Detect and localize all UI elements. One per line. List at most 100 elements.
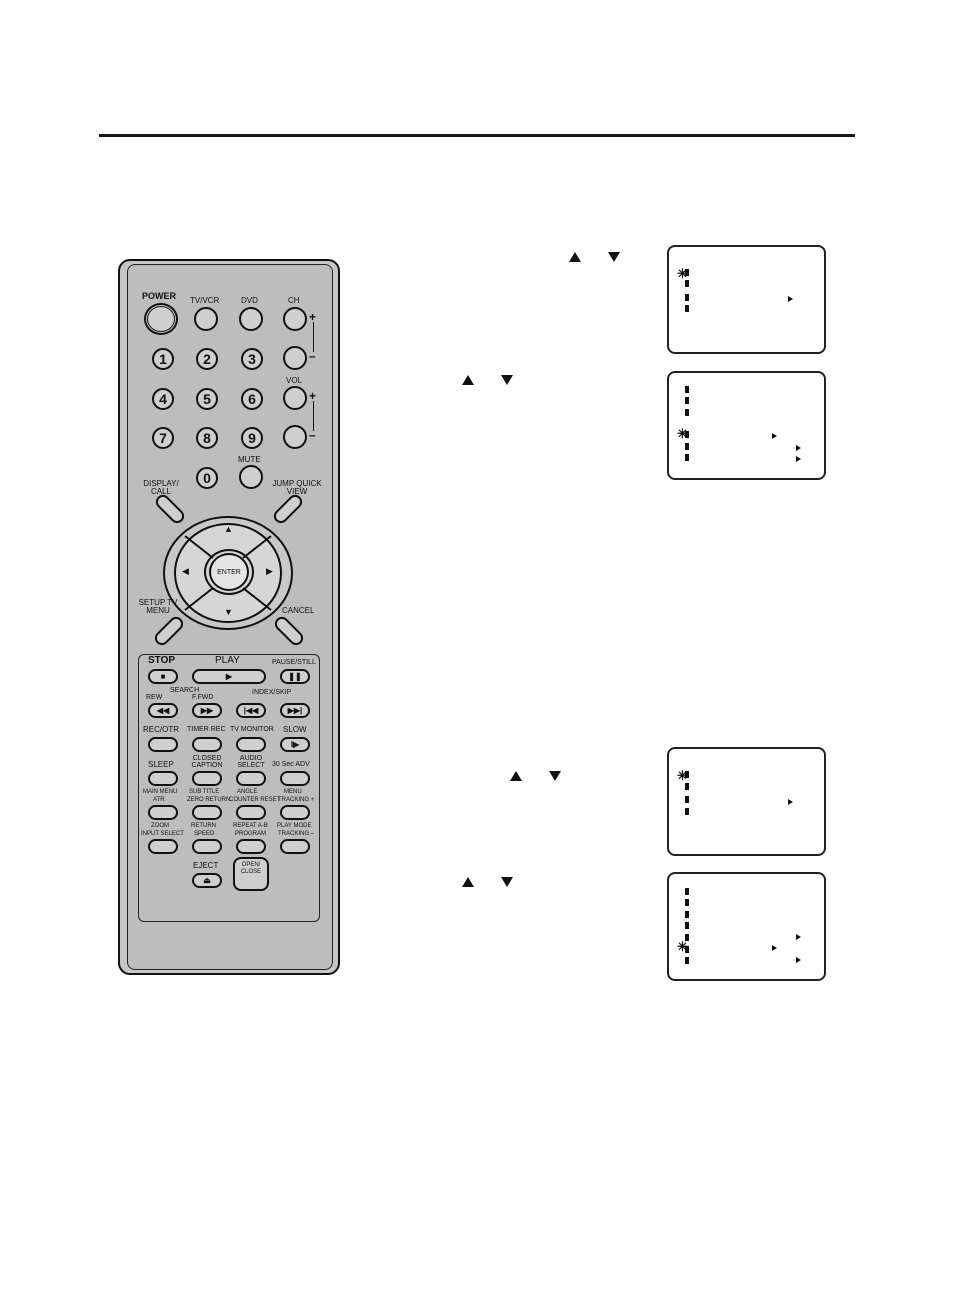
- down-arrow-icon: [548, 771, 561, 781]
- pause-button[interactable]: ❚❚: [280, 669, 310, 684]
- sub-title-button[interactable]: [192, 805, 222, 820]
- menu-bar: [685, 397, 689, 404]
- menu-bar: [685, 899, 689, 906]
- eject-button[interactable]: ⏏: [192, 873, 222, 888]
- eject-label: EJECT: [193, 861, 219, 870]
- digit-7-button[interactable]: 7: [152, 427, 174, 449]
- index-skip-label: INDEX/SKIP: [252, 689, 292, 696]
- digit-2-button[interactable]: 2: [196, 348, 218, 370]
- vol-up-button[interactable]: [283, 386, 307, 410]
- cursor-icon: ✳: [677, 426, 688, 441]
- dvd-button[interactable]: [239, 307, 263, 331]
- menu-bar: [685, 934, 689, 941]
- sub-title-label: SUB TITLE: [189, 789, 220, 795]
- tracking-plus-label: TRACKING +: [278, 797, 315, 803]
- skip-back-button[interactable]: |◀◀: [236, 703, 266, 718]
- tv-screen-4: ✳: [667, 872, 826, 981]
- down-arrow-icon: [500, 375, 513, 385]
- rew-button[interactable]: ◀◀: [148, 703, 178, 718]
- return-button[interactable]: [192, 839, 222, 854]
- vol-down-button[interactable]: [283, 425, 307, 449]
- digit-9-button[interactable]: 9: [241, 427, 263, 449]
- ffwd-label: F.FWD: [192, 694, 214, 701]
- stop-button[interactable]: ■: [148, 669, 178, 684]
- tv-vcr-button[interactable]: [194, 307, 218, 331]
- submenu-arrow-icon: [772, 945, 777, 951]
- open-close-label: OPEN/ CLOSE: [240, 862, 262, 875]
- nav-left-arrow-icon[interactable]: ◀: [182, 566, 189, 576]
- open-close-button[interactable]: [233, 857, 269, 891]
- or-text: or: [530, 769, 541, 783]
- ch-up-button[interactable]: [283, 307, 307, 331]
- zoom-button[interactable]: [148, 839, 178, 854]
- ch-minus-label: –: [309, 349, 316, 363]
- closed-caption-button[interactable]: [192, 771, 222, 786]
- digit-4-button[interactable]: 4: [152, 388, 174, 410]
- digit-1-button[interactable]: 1: [152, 348, 174, 370]
- slow-label: SLOW: [283, 725, 307, 734]
- angle-button[interactable]: [236, 805, 266, 820]
- audio-select-label: AUDIO SELECT: [237, 755, 265, 769]
- sec-adv-button[interactable]: [280, 771, 310, 786]
- up-arrow-icon: [462, 375, 474, 385]
- rec-otr-button[interactable]: [148, 737, 178, 752]
- mute-button[interactable]: [239, 465, 263, 489]
- ch-down-button[interactable]: [283, 346, 307, 370]
- main-menu-button[interactable]: [148, 805, 178, 820]
- program-label: PROGRAM: [235, 831, 267, 837]
- digit-5-button[interactable]: 5: [196, 388, 218, 410]
- vol-minus-label: –: [309, 428, 316, 442]
- rew-label: REW: [146, 694, 163, 701]
- menu-tracking-plus-button[interactable]: [280, 805, 310, 820]
- submenu-arrow-icon: [788, 296, 793, 302]
- ch-label: CH: [288, 296, 300, 305]
- mute-label: MUTE: [238, 455, 261, 464]
- pause-still-label: PAUSE/STILL: [272, 659, 316, 666]
- down-arrow-icon: [607, 252, 620, 262]
- menu-label: MENU: [284, 789, 302, 795]
- digit-8-button[interactable]: 8: [196, 427, 218, 449]
- enter-button[interactable]: ENTER: [209, 553, 249, 591]
- repeat-ab-button[interactable]: [236, 839, 266, 854]
- digit-6-button[interactable]: 6: [241, 388, 263, 410]
- audio-select-button[interactable]: [236, 771, 266, 786]
- nav-down-arrow-icon[interactable]: ▼: [224, 607, 233, 617]
- play-mode-button[interactable]: [280, 839, 310, 854]
- ffwd-button[interactable]: ▶▶: [192, 703, 222, 718]
- menu-bar: [685, 783, 689, 790]
- sec-adv-label: 30 Sec ADV: [272, 761, 310, 768]
- arrows-step-4: or: [462, 875, 513, 889]
- tv-screen-1: ✳: [667, 245, 826, 354]
- arrows-step-3: or: [510, 769, 561, 783]
- submenu-arrow-icon: [788, 799, 793, 805]
- enter-ring: [204, 549, 254, 595]
- power-label: POWER: [142, 291, 177, 301]
- menu-bar: [685, 280, 689, 287]
- menu-bar: [685, 269, 689, 276]
- display-call-label: DISPLAY/ CALL: [143, 479, 179, 496]
- menu-bar: [685, 409, 689, 416]
- nav-right-arrow-icon[interactable]: ▶: [266, 566, 273, 576]
- tv-monitor-button[interactable]: [236, 737, 266, 752]
- sleep-button[interactable]: [148, 771, 178, 786]
- cursor-icon: ✳: [677, 768, 688, 783]
- jump-quick-view-label: JUMP QUICK VIEW: [272, 479, 322, 496]
- tv-vcr-label: TV/VCR: [190, 296, 220, 305]
- play-mode-label: PLAY MODE: [277, 823, 312, 829]
- menu-bar: [685, 443, 689, 450]
- search-label: SEARCH: [170, 687, 200, 694]
- slow-button[interactable]: I▶: [280, 737, 310, 752]
- up-arrow-icon: [569, 252, 581, 262]
- skip-forward-button[interactable]: ▶▶|: [280, 703, 310, 718]
- digit-3-button[interactable]: 3: [241, 348, 263, 370]
- play-button[interactable]: ▶: [192, 669, 266, 684]
- submenu-arrow-icon: [796, 934, 801, 940]
- arrows-step-2: or: [462, 373, 513, 387]
- submenu-arrow-icon: [772, 433, 777, 439]
- tv-screen-2: ✳: [667, 371, 826, 480]
- timer-rec-button[interactable]: [192, 737, 222, 752]
- top-rule: [99, 134, 855, 137]
- digit-0-button[interactable]: 0: [196, 467, 218, 489]
- nav-up-arrow-icon[interactable]: ▲: [224, 524, 233, 534]
- main-menu-label: MAIN MENU: [143, 789, 178, 795]
